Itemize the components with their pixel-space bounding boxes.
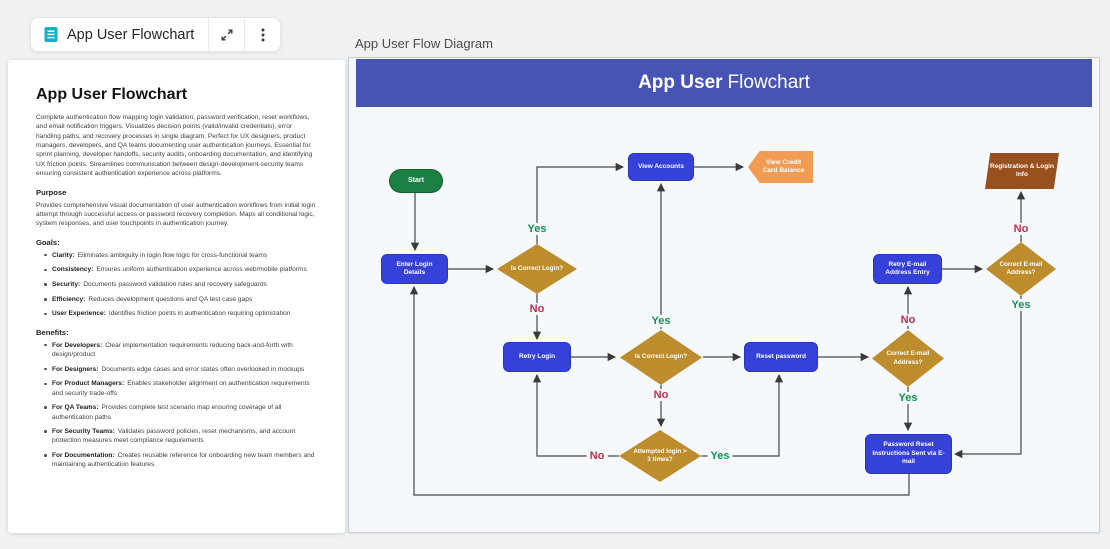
flow-node-start[interactable]: Start — [389, 169, 443, 193]
doc-heading: App User Flowchart — [36, 86, 188, 103]
benefits-list: For Developers:Clear implementation requ… — [44, 341, 317, 470]
more-options-button[interactable] — [244, 18, 280, 51]
edge-label-no: No — [586, 449, 608, 463]
edge-label-yes: Yes — [707, 449, 733, 463]
list-item: Clarity:Eliminates ambiguity in login fl… — [44, 251, 317, 260]
edge-label-yes: Yes — [648, 314, 674, 328]
diagram-panel[interactable]: App User Flowchart — [348, 57, 1100, 533]
purpose-heading: Purpose — [36, 187, 67, 197]
list-item: Efficiency:Reduces development questions… — [44, 295, 317, 304]
document-title: App User Flowchart — [67, 26, 195, 43]
list-item: For QA Teams:Provides complete test scen… — [44, 403, 317, 421]
edge-label-no: No — [526, 302, 548, 316]
flow-node-password-reset-instructions-sent[interactable]: Password Reset Instructions Sent via E-m… — [865, 434, 952, 474]
list-item: For Security Teams:Validates password po… — [44, 427, 317, 445]
edge-label-no: No — [897, 313, 919, 327]
edge-label-yes: Yes — [524, 222, 550, 236]
diagram-banner: App User Flowchart — [356, 59, 1092, 107]
benefits-heading: Benefits: — [36, 327, 69, 337]
flow-node-is-correct-login-2[interactable]: Is Correct Login? — [620, 330, 702, 385]
purpose-text: Provides comprehensive visual documentat… — [36, 201, 316, 228]
flow-node-attempted-login-3-times[interactable]: Attempted login > 3 times? — [619, 430, 701, 482]
goals-list: Clarity:Eliminates ambiguity in login fl… — [44, 251, 317, 319]
flow-node-registration-login-info[interactable]: Registration & Login Info — [985, 153, 1059, 189]
edge-label-no: No — [650, 388, 672, 402]
document-panel[interactable]: App User Flowchart Complete authenticati… — [8, 60, 345, 533]
flow-node-view-credit-card-balance[interactable]: View Credit Card Balance — [748, 151, 813, 183]
edge-label-yes: Yes — [895, 391, 921, 405]
expand-icon — [221, 29, 233, 40]
flow-node-is-correct-login-1[interactable]: Is Correct Login? — [497, 244, 577, 294]
expand-button[interactable] — [208, 18, 244, 51]
list-item: Security:Documents password validation r… — [44, 280, 317, 289]
document-icon — [44, 27, 58, 42]
flow-node-correct-email-address-1[interactable]: Correct E-mail Address? — [986, 242, 1056, 296]
diagram-caption: App User Flow Diagram — [355, 36, 493, 51]
list-item: User Experience:Identifies friction poin… — [44, 309, 317, 318]
banner-title-regular: Flowchart — [727, 72, 810, 93]
flow-node-enter-login-details[interactable]: Enter Login Details — [381, 254, 448, 284]
flow-node-retry-login[interactable]: Retry Login — [503, 342, 571, 372]
goals-heading: Goals: — [36, 237, 60, 247]
flowchart-edges — [409, 162, 1026, 496]
document-toolbar: App User Flowchart — [30, 17, 282, 52]
banner-title-bold: App User — [638, 72, 723, 93]
flow-node-retry-email-address-entry[interactable]: Retry E-mail Address Entry — [873, 254, 942, 284]
list-item: Consistency:Ensures uniform authenticati… — [44, 265, 317, 274]
flow-node-view-accounts[interactable]: View Accounts — [628, 153, 694, 181]
doc-intro: Complete authentication flow mapping log… — [36, 114, 313, 178]
kebab-menu-icon — [261, 28, 265, 41]
flow-node-correct-email-address-2[interactable]: Correct E-mail Address? — [872, 330, 944, 387]
edge-label-no: No — [1010, 222, 1032, 236]
list-item: For Developers:Clear implementation requ… — [44, 341, 317, 359]
list-item: For Documentation:Creates reusable refer… — [44, 451, 317, 469]
list-item: For Designers:Documents edge cases and e… — [44, 365, 317, 374]
list-item: For Product Managers:Enables stakeholder… — [44, 379, 317, 397]
flow-node-reset-password[interactable]: Reset password — [744, 342, 818, 372]
edge-label-yes: Yes — [1008, 298, 1034, 312]
toolbar-title-group[interactable]: App User Flowchart — [31, 18, 208, 51]
